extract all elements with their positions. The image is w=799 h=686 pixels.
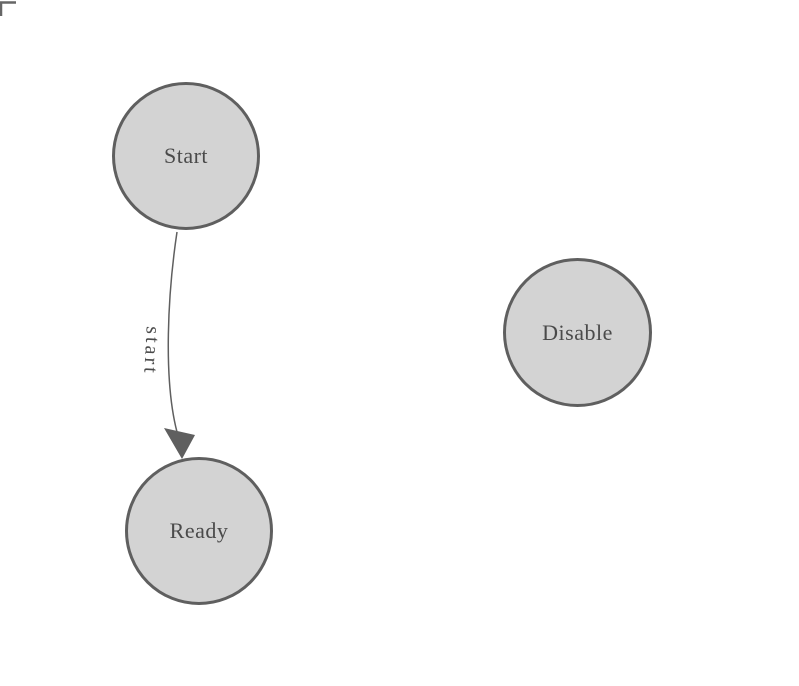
node-start-label: Start — [163, 143, 209, 168]
corner-bracket — [0, 1, 16, 16]
arrowhead-icon — [164, 428, 195, 459]
edge-label-start: start — [139, 325, 164, 377]
node-ready-label: Ready — [169, 518, 229, 543]
node-disable[interactable]: Disable — [503, 258, 652, 407]
edge-start-to-ready — [167, 231, 178, 433]
node-disable-label: Disable — [542, 319, 613, 345]
node-start[interactable]: Start — [112, 82, 260, 230]
node-ready[interactable]: Ready — [125, 457, 273, 605]
